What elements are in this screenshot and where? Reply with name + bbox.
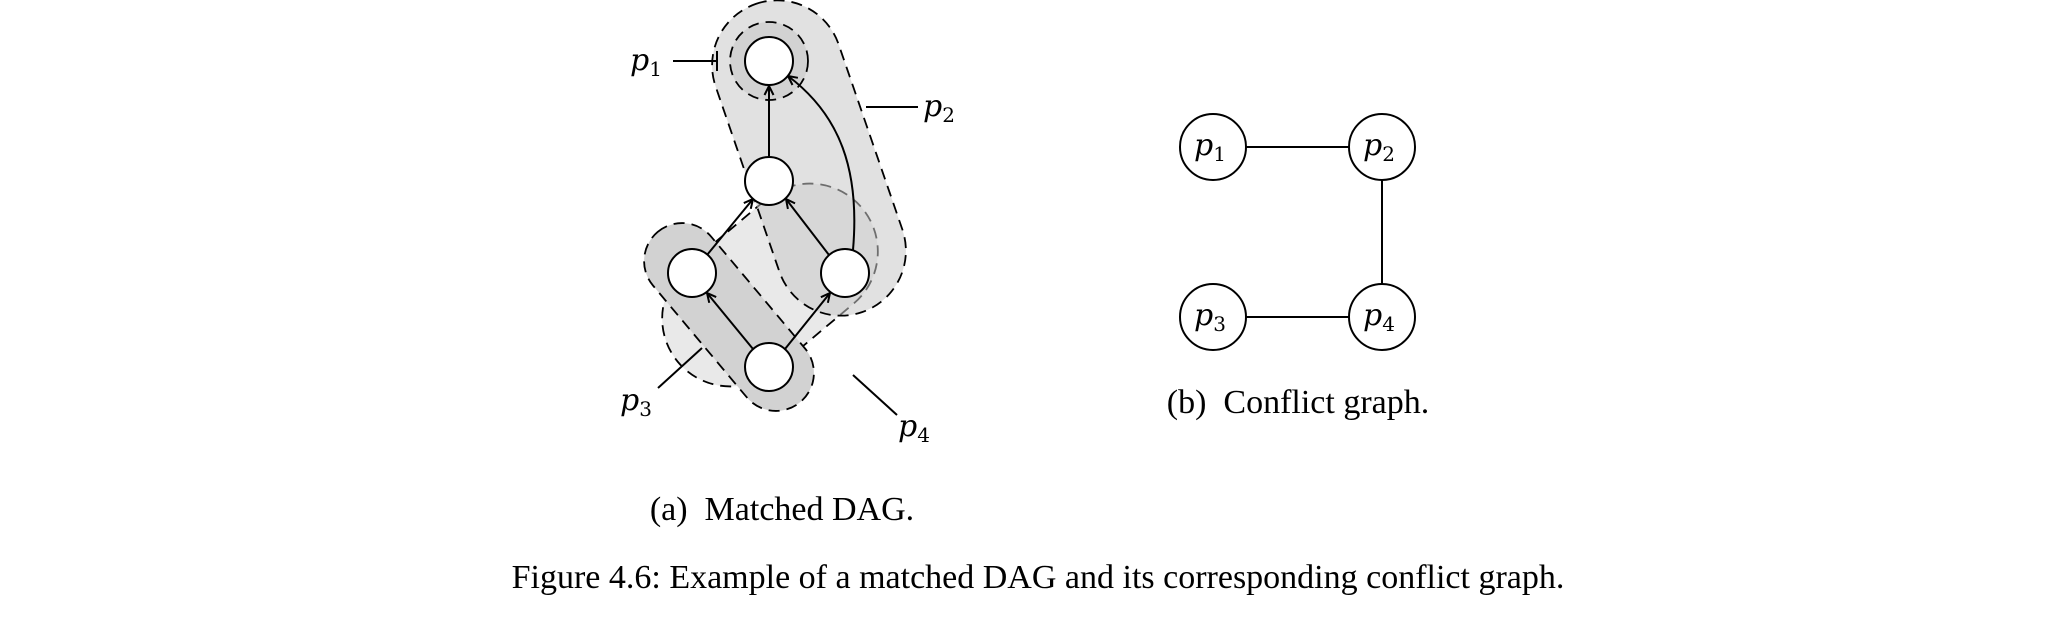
- label-leader-p3: [657, 347, 703, 389]
- conflict-node-label-p1: p1: [1194, 128, 1226, 166]
- pattern-label-p2: p2: [923, 89, 955, 127]
- conflict-graph: p1 p2 p3 p4: [1179, 113, 1416, 351]
- subcaption-b: (b) Conflict graph.: [1167, 384, 1430, 421]
- pattern-label-p3: p3: [620, 383, 652, 421]
- conflict-node-label-p4: p4: [1363, 298, 1395, 336]
- conflict-node-p2: [1348, 113, 1416, 181]
- conflict-node-p4: [1348, 283, 1416, 351]
- label-leader-p4: [852, 374, 898, 416]
- dag-edge: [784, 293, 830, 350]
- conflict-node-p3: [1179, 283, 1247, 351]
- dag-edge: [706, 199, 753, 256]
- dag-edge: [786, 199, 830, 256]
- pattern-label-p4: p4: [898, 409, 930, 447]
- dag-node: [744, 36, 794, 86]
- dag-node: [820, 248, 870, 298]
- dag-edge: [707, 293, 754, 350]
- subcaption-a: (a) Matched DAG.: [650, 491, 914, 528]
- dag-edge: [788, 76, 856, 251]
- conflict-node-p1: [1179, 113, 1247, 181]
- dag-node: [744, 342, 794, 392]
- figure-caption: Figure 4.6: Example of a matched DAG and…: [512, 559, 1565, 596]
- dag-node: [667, 248, 717, 298]
- dag-node: [744, 156, 794, 206]
- conflict-node-label-p2: p2: [1363, 128, 1395, 166]
- pattern-label-p1: p1: [630, 43, 662, 81]
- conflict-node-label-p3: p3: [1194, 298, 1226, 336]
- matched-dag: p1 p2 p3 p4: [620, 0, 955, 447]
